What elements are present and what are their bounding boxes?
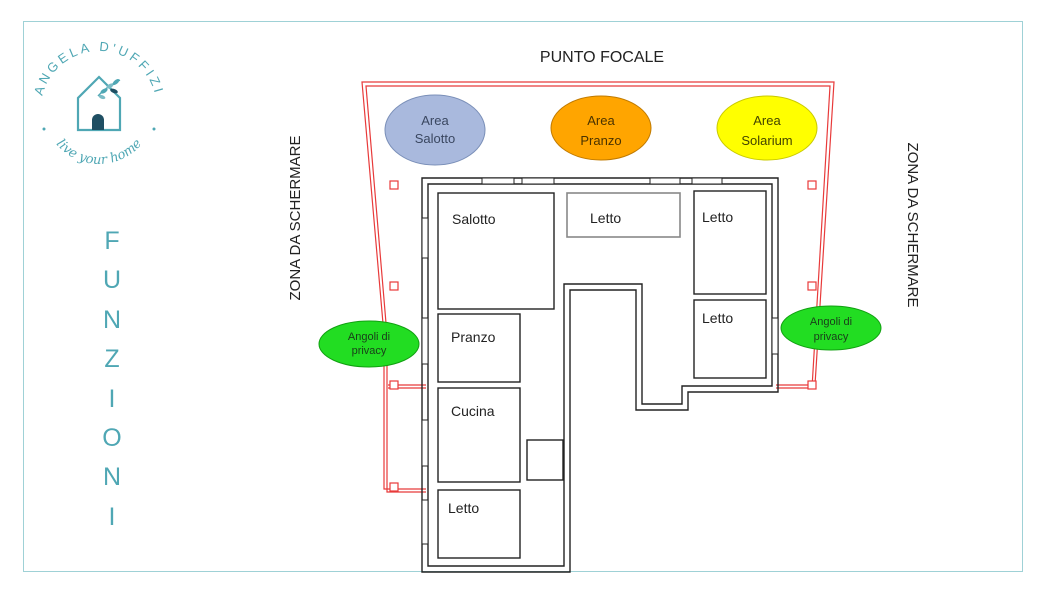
room-label-letto-bottom: Letto bbox=[448, 500, 479, 516]
vertical-title-letter: Z bbox=[104, 345, 120, 374]
screen-zone-left-label: ZONA DA SCHERMARE bbox=[287, 135, 304, 300]
vertical-title-letter: N bbox=[102, 463, 122, 492]
vertical-title-letter: I bbox=[108, 384, 116, 413]
svg-text:Area: Area bbox=[421, 113, 449, 128]
privacy-corner-left: Angoli di privacy bbox=[318, 320, 420, 368]
svg-text:privacy: privacy bbox=[814, 331, 849, 343]
room-label-letto-right-top: Letto bbox=[702, 209, 733, 225]
room-letto-right-top bbox=[693, 190, 767, 295]
room-label-letto-right-bottom: Letto bbox=[702, 310, 733, 326]
room-letto-right-bottom bbox=[693, 299, 767, 379]
svg-text:Salotto: Salotto bbox=[415, 131, 455, 146]
svg-text:Area: Area bbox=[753, 113, 781, 128]
room-letto-top bbox=[566, 192, 681, 238]
windows bbox=[421, 177, 779, 545]
brand-logo: ANGELA D'UFFIZI live your home bbox=[31, 39, 164, 168]
kitchen-block bbox=[526, 439, 564, 481]
area-solarium: Area Solarium bbox=[716, 95, 818, 161]
area-salotto: Area Salotto bbox=[384, 94, 486, 166]
vertical-title-letter: F bbox=[104, 227, 120, 255]
vertical-title-letter: I bbox=[108, 502, 116, 531]
terrace-pillars bbox=[389, 180, 817, 492]
house-with-olive-branch-icon bbox=[76, 75, 122, 132]
room-cucina bbox=[437, 387, 521, 483]
room-label-pranzo: Pranzo bbox=[451, 329, 496, 345]
svg-text:Pranzo: Pranzo bbox=[580, 133, 621, 148]
room-pranzo bbox=[437, 313, 521, 383]
screen-zone-right-label: ZONA DA SCHERMARE bbox=[904, 142, 921, 307]
room-salotto bbox=[437, 192, 555, 310]
room-label-salotto: Salotto bbox=[452, 211, 496, 227]
vertical-title-letter: U bbox=[102, 266, 122, 295]
room-label-cucina: Cucina bbox=[451, 403, 495, 419]
room-letto-bottom bbox=[437, 489, 521, 559]
vertical-title-letter: N bbox=[102, 305, 122, 334]
area-pranzo: Area Pranzo bbox=[550, 95, 652, 161]
svg-text:Angoli di: Angoli di bbox=[810, 316, 852, 328]
privacy-corner-right: Angoli di privacy bbox=[780, 305, 882, 351]
svg-text:privacy: privacy bbox=[352, 345, 387, 357]
svg-text:Angoli di: Angoli di bbox=[348, 331, 390, 343]
focal-point-label: PUNTO FOCALE bbox=[540, 49, 664, 66]
svg-text:Area: Area bbox=[587, 113, 615, 128]
svg-text:Solarium: Solarium bbox=[741, 133, 792, 148]
vertical-title-letter: O bbox=[102, 423, 122, 452]
room-label-letto-top: Letto bbox=[590, 210, 621, 226]
